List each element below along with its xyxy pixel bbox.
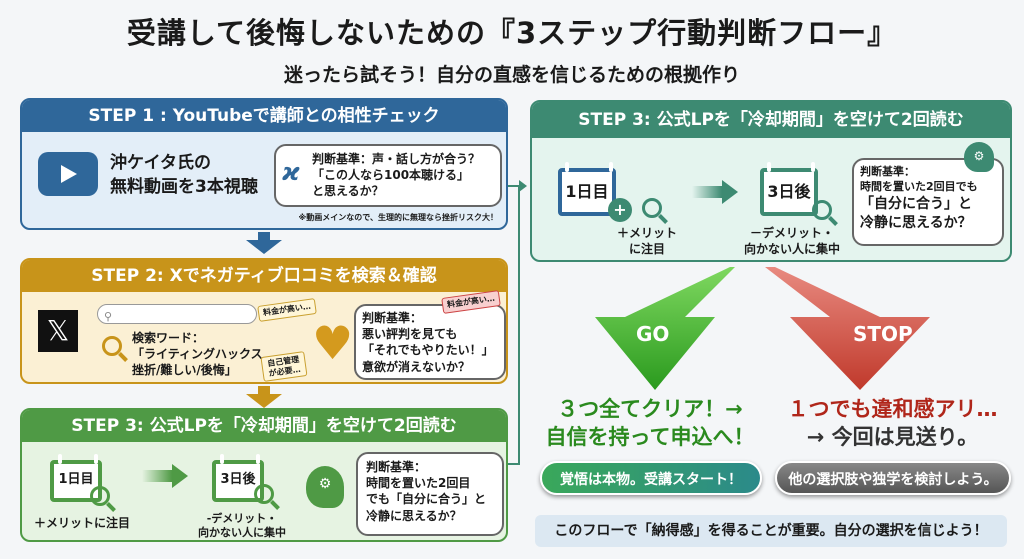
magnifier-icon xyxy=(254,484,274,504)
step1-criteria-bubble: 𝟆 判断基準：声・話し方が合う？ 「この人なら100本聴ける」 と思えるか？ xyxy=(274,144,502,207)
calendar-icon: 3日後 xyxy=(212,454,264,502)
arrow-right-icon xyxy=(172,464,188,488)
day3-caption: 向かない人に集中 xyxy=(198,526,286,540)
burning-heart-icon: ♥ xyxy=(312,316,354,370)
criteria-line: 「自分に合う」と xyxy=(860,195,972,212)
arrow-down-icon xyxy=(258,232,270,240)
decision-arrows xyxy=(595,267,930,390)
step2-criteria-bubble: 判断基準： 悪い評判を見ても 「それでもやりたい！」 意欲が消えないか？ xyxy=(354,304,506,380)
step1-main-line2: 無料動画を3本視聴 xyxy=(110,176,258,197)
step3-left-header: STEP 3: 公式LPを「冷却期間」を空けて2回読む xyxy=(22,410,506,442)
consider-alternatives-button[interactable]: 他の選択肢や独学を検討しよう。 xyxy=(775,461,1011,495)
search-keyword: 「ライティングハックス xyxy=(132,347,263,362)
go-label: GO xyxy=(636,322,670,346)
day1-label: 1日目 xyxy=(58,472,94,487)
criteria-line: 冷静に思えるか？ xyxy=(366,508,462,523)
magnifier-icon xyxy=(90,486,110,506)
criteria-line: 判断基準： xyxy=(366,460,427,474)
search-icon: ⚲ xyxy=(104,310,113,323)
magnifier-icon xyxy=(642,198,662,218)
day3-caption: 向かない人に集中 xyxy=(743,241,840,256)
day3-label: 3日後 xyxy=(767,182,811,201)
ear-icon: 𝟆 xyxy=(282,158,300,186)
step1-main-line1: 沖ケイタ氏の xyxy=(110,153,211,173)
step1-note: ※動画メインなので、生理的に無理なら挫折リスク大！ xyxy=(298,213,498,222)
arrow-down-icon xyxy=(258,386,270,394)
search-input[interactable]: ⚲ xyxy=(97,304,257,324)
day1-label: 1日目 xyxy=(565,182,609,201)
step2-criteria-line: 「それでもやりたい！」 xyxy=(362,343,494,358)
connector-line xyxy=(508,185,520,465)
page-subtitle: 迷ったら試そう！自分の直感を信じるための根拠作り xyxy=(283,64,740,86)
search-keyword-label: 検索ワード： xyxy=(132,331,205,345)
step3-left-criteria-bubble: 判断基準： 時間を置いた2回目 でも「自分に合う」と 冷静に思えるか？ xyxy=(356,452,504,536)
go-arrow xyxy=(595,267,735,390)
day3-caption: -デメリット・ xyxy=(206,512,278,525)
arrow-down-icon xyxy=(246,240,282,254)
step3-right-criteria-bubble: 判断基準： 時間を置いた2回目でも 「自分に合う」と 冷静に思えるか？ xyxy=(852,158,1004,246)
search-keyword: 挫折/難しい/後悔」 xyxy=(132,363,237,378)
step1-criteria-line: 判断基準：声・話し方が合う？ xyxy=(312,152,481,166)
stop-result: → 今回は見送り。 xyxy=(806,425,979,450)
youtube-play-icon xyxy=(38,152,98,196)
magnifier-icon xyxy=(102,336,122,356)
complaint-burst: 料金が高い… xyxy=(257,298,317,322)
head-gears-icon: ⚙ xyxy=(306,466,344,508)
go-result: 自信を持って申込へ！ xyxy=(545,425,755,450)
step2-criteria-line: 判断基準： xyxy=(362,311,423,325)
step3-right-header: STEP 3: 公式LPを「冷却期間」を空けて2回読む xyxy=(532,102,1010,138)
arrow-right-icon xyxy=(142,470,172,482)
footer-message: このフローで「納得感」を得ることが重要。自分の選択を信じよう！ xyxy=(535,515,1007,547)
criteria-line: でも「自分に合う」と xyxy=(366,492,487,507)
step2-criteria-line: 悪い評判を見ても xyxy=(362,327,458,342)
day3-caption: －デメリット・ xyxy=(749,226,834,240)
step3-left-panel: STEP 3: 公式LPを「冷却期間」を空けて2回読む 1日目 ＋メリットに注目… xyxy=(20,408,508,542)
stop-label: STOP xyxy=(853,322,913,346)
calendar-icon: 3日後 xyxy=(760,162,818,216)
step2-panel: STEP 2: Xでネガティブ口コミを検索＆確認 𝕏 ⚲ 検索ワード： 「ライテ… xyxy=(20,258,508,384)
criteria-line: 冷静に思えるか？ xyxy=(860,214,972,231)
day1-caption: に注目 xyxy=(628,241,665,256)
day3-label: 3日後 xyxy=(220,472,256,487)
stop-arrow xyxy=(765,267,930,390)
go-result: ３つ全てクリア！→ xyxy=(557,397,743,421)
day1-caption: ＋メリットに注目 xyxy=(33,516,130,530)
step1-criteria-line: 「この人なら100本聴ける」 xyxy=(312,168,470,183)
calendar-icon: 1日目 xyxy=(50,454,102,502)
day1-caption: ＋メリット xyxy=(616,226,677,240)
criteria-line: 判断基準： xyxy=(860,165,915,178)
calendar-icon: 1日目 xyxy=(558,162,616,216)
criteria-line: 時間を置いた2回目 xyxy=(366,476,471,491)
stop-result: １つでも違和感アリ… xyxy=(787,397,998,421)
step1-criteria-line: と思えるか？ xyxy=(312,184,384,199)
step1-panel: STEP 1 : YouTubeで講師との相性チェック 沖ケイタ氏の 無料動画を… xyxy=(20,98,508,230)
plus-icon: + xyxy=(608,198,632,222)
step2-header: STEP 2: Xでネガティブ口コミを検索＆確認 xyxy=(22,260,506,292)
complaint-burst: 自己管理が必要… xyxy=(260,351,308,382)
step2-criteria-line: 意欲が消えないか？ xyxy=(362,359,471,374)
arrow-right-icon xyxy=(519,180,527,192)
start-course-button[interactable]: 覚悟は本物。受講スタート！ xyxy=(540,461,762,495)
arrow-right-icon xyxy=(722,180,738,204)
page-title: 受講して後悔しないための『3ステップ行動判断フロー』 xyxy=(126,16,898,50)
arrow-down-icon xyxy=(246,394,282,408)
step3-right-panel: STEP 3: 公式LPを「冷却期間」を空けて2回読む 1日目 + ＋メリット … xyxy=(530,100,1012,262)
magnifier-icon xyxy=(812,200,832,220)
head-gears-icon: ⚙ xyxy=(964,142,994,172)
step1-header: STEP 1 : YouTubeで講師との相性チェック xyxy=(22,100,506,132)
arrow-right-icon xyxy=(692,186,722,198)
criteria-line: 時間を置いた2回目でも xyxy=(860,179,978,193)
x-logo-icon: 𝕏 xyxy=(38,310,78,352)
